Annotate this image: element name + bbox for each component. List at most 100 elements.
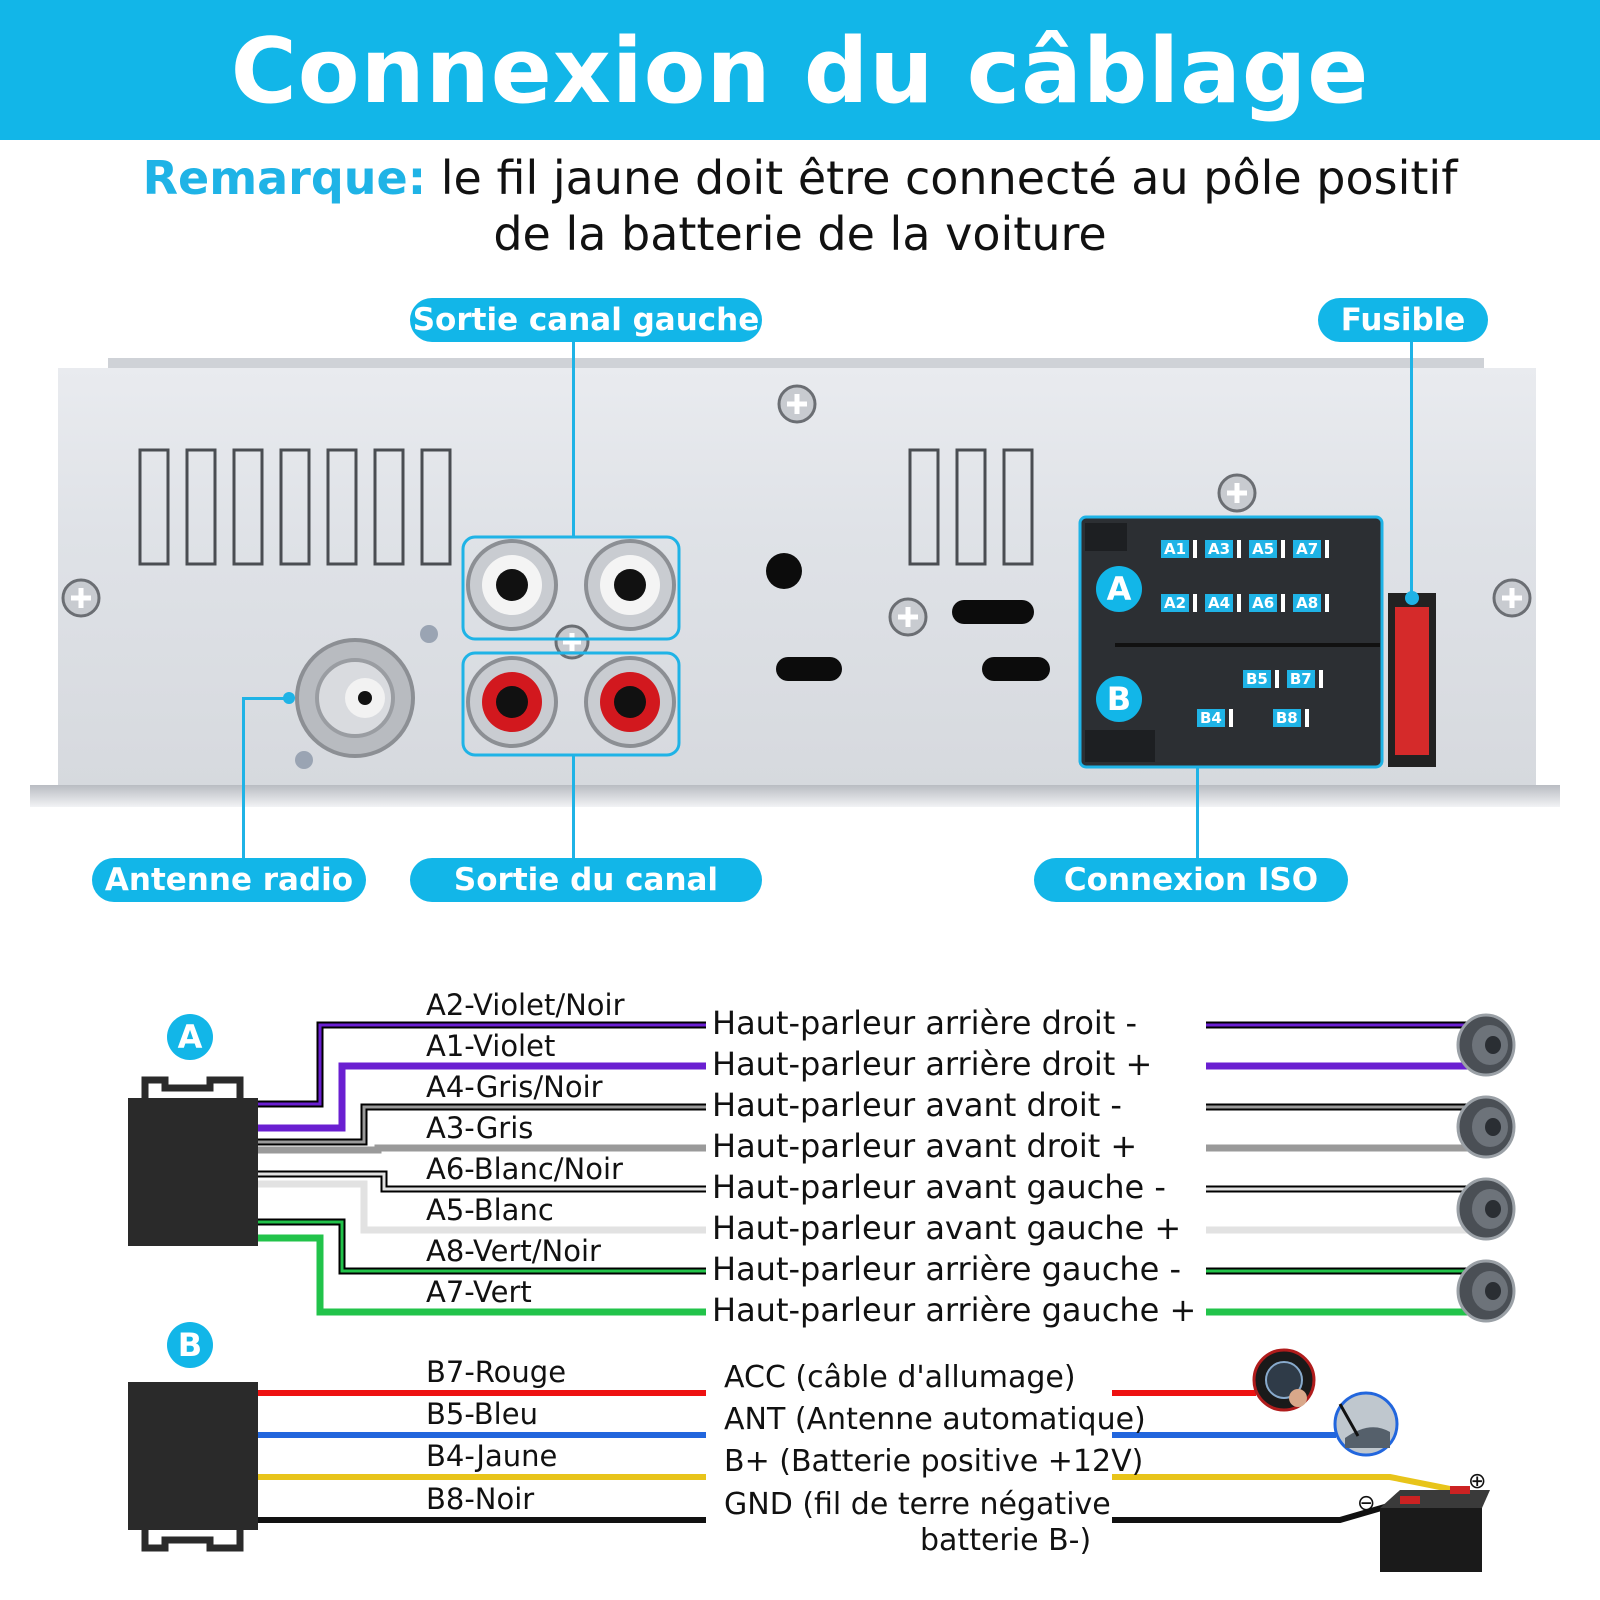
battery-plus-symbol: ⊕ <box>1468 1469 1487 1494</box>
screw-icon <box>777 384 817 424</box>
iso-pin-code: A6 <box>1249 594 1278 612</box>
vent-slot <box>908 448 940 566</box>
panel-dot <box>295 751 313 769</box>
wire-function: Haut-parleur arrière droit - <box>712 1004 1138 1042</box>
wire-function: Haut-parleur arrière gauche - <box>712 1250 1182 1288</box>
iso-pin-label: B8 <box>1272 709 1309 727</box>
screw-icon <box>554 624 590 660</box>
wire-color-stripe <box>258 1145 706 1153</box>
wire-function: Haut-parleur avant gauche + <box>712 1209 1182 1247</box>
speaker-icon <box>1456 1259 1516 1323</box>
iso-pin-contact <box>1193 594 1198 612</box>
screw-icon <box>1492 578 1532 618</box>
vent-slot <box>373 448 405 566</box>
wire-color-stripe <box>258 1172 706 1191</box>
fuse-icon <box>1388 593 1436 767</box>
wire-color-stripe <box>258 1105 706 1144</box>
wire-color-stripe <box>258 1181 706 1233</box>
iso-pin-contact <box>1318 670 1323 688</box>
vent-slot <box>279 448 311 566</box>
wire-label: B4-Jaune <box>426 1439 558 1473</box>
remark-line2: de la batterie de la voiture <box>493 207 1107 261</box>
vent-slot <box>232 448 264 566</box>
wire-label: A6-Blanc/Noir <box>426 1152 623 1186</box>
iso-pin-contact <box>1237 594 1242 612</box>
iso-pin-code: A4 <box>1205 594 1234 612</box>
iso-pin-code: B8 <box>1272 709 1301 727</box>
iso-pin-label: B7 <box>1286 670 1323 688</box>
iso-badge-b: B <box>1096 676 1142 722</box>
panel-hole <box>766 553 802 589</box>
panel-slot <box>776 657 842 681</box>
rca-jack-red <box>466 656 558 748</box>
lead-fuse <box>1410 338 1413 594</box>
wire-function-cont: batterie B-) <box>920 1523 1092 1558</box>
lead-right-output <box>572 755 575 859</box>
iso-pin-contact <box>1274 670 1279 688</box>
iso-pin-code: B4 <box>1197 709 1225 727</box>
iso-pin-code: A3 <box>1205 540 1234 558</box>
lead-iso <box>1196 767 1199 859</box>
screw-icon <box>888 597 928 637</box>
screw-icon <box>61 578 101 618</box>
speaker-icon <box>1456 1095 1516 1159</box>
wire-function: Haut-parleur avant droit - <box>712 1086 1122 1124</box>
connector-a-badge: A <box>167 1014 213 1060</box>
antenna-jack <box>295 638 415 758</box>
vent-slot <box>1002 448 1034 566</box>
wire-function: Haut-parleur arrière gauche + <box>712 1291 1197 1329</box>
rca-right-frame <box>461 651 681 757</box>
iso-pin-code: A2 <box>1161 594 1190 612</box>
callout-antenna: Antenne radio <box>92 858 366 902</box>
wire-color-stripe <box>258 1235 706 1315</box>
lead-antenna-v <box>242 697 245 859</box>
panel-slot <box>982 657 1050 681</box>
screw-icon <box>1217 473 1257 513</box>
panel-top-edge <box>108 358 1484 370</box>
rca-jack-red <box>584 656 676 748</box>
iso-pin-contact <box>1325 540 1330 558</box>
iso-pin-label: A4 <box>1205 594 1242 612</box>
rca-left-frame <box>461 535 681 641</box>
iso-pin-code: A8 <box>1293 594 1322 612</box>
iso-pin-label: B5 <box>1243 670 1279 688</box>
connector-b-badge: B <box>167 1322 213 1368</box>
device-lead <box>1112 1474 1456 1493</box>
device-lead <box>1112 1501 1396 1523</box>
vent-slot <box>955 448 987 566</box>
wire-label: A2-Violet/Noir <box>426 988 625 1022</box>
iso-pin-code: A5 <box>1249 540 1278 558</box>
vent-slot <box>138 448 170 566</box>
wire-label: A5-Blanc <box>426 1193 554 1227</box>
remark-note: Remarque: le fil jaune doit être connect… <box>0 150 1600 262</box>
panel-shadow <box>30 785 1560 807</box>
iso-pin-label: A6 <box>1249 594 1286 612</box>
iso-pin-contact <box>1237 540 1242 558</box>
wire-function: ACC (câble d'allumage) <box>724 1360 1076 1395</box>
iso-pin-contact <box>1281 594 1286 612</box>
iso-pin-label: A1 <box>1161 540 1198 558</box>
iso-connector <box>1078 515 1384 769</box>
panel-slot <box>952 600 1034 624</box>
iso-pin-code: A7 <box>1293 540 1322 558</box>
vent-slot <box>420 448 452 566</box>
wire-label: A1-Violet <box>426 1029 556 1063</box>
callout-iso: Connexion ISO <box>1034 858 1348 902</box>
iso-pin-contact <box>1228 709 1233 727</box>
callout-left-output: Sortie canal gauche <box>410 298 762 342</box>
callout-right-output: Sortie du canal droit <box>410 858 762 942</box>
car-antenna-icon <box>1333 1391 1399 1457</box>
wire-function: Haut-parleur arrière droit + <box>712 1045 1153 1083</box>
callout-fuse: Fusible <box>1318 298 1488 342</box>
lead-left-output <box>572 338 575 538</box>
connector-a-plug <box>128 1076 258 1246</box>
iso-pin-code: A1 <box>1161 540 1190 558</box>
iso-pin-code: B5 <box>1243 670 1271 688</box>
connector-b-plug <box>128 1382 258 1552</box>
wire-label: A7-Vert <box>426 1275 532 1309</box>
remark-label: Remarque: <box>142 151 427 205</box>
fuse-lead-dot <box>1405 591 1419 605</box>
iso-badge-a: A <box>1096 566 1142 612</box>
